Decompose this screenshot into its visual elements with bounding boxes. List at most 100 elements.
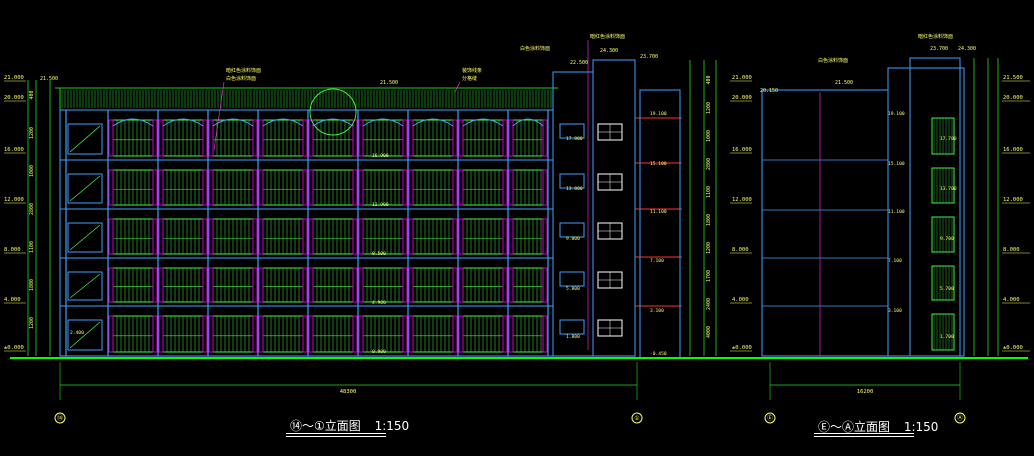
stair-flight [69, 273, 101, 299]
end-inner-level: 15.100 [888, 161, 905, 167]
ornament-panel [208, 119, 214, 157]
floor-mark: 4.900 [372, 300, 386, 306]
side-dim: 1700 [706, 270, 712, 282]
ornament-panel [308, 267, 314, 303]
stair-flight [69, 175, 101, 202]
ornament-panel [508, 218, 514, 255]
ornament-panel [408, 267, 414, 303]
title-underline-right [814, 433, 914, 434]
drawing-scale-right: 1:150 [903, 420, 939, 434]
note: 装饰线条 [462, 67, 482, 74]
side-dim: 1000 [29, 165, 35, 177]
ornament-panel [258, 218, 264, 255]
tower-window [559, 271, 585, 287]
title-block-right: Ⓔ～Ⓐ立面图 1:150 [818, 418, 938, 435]
ornament-panel [408, 169, 414, 206]
ornament-panel [358, 218, 364, 255]
ornament-panel [352, 169, 358, 206]
inner-level: 9.800 [566, 236, 580, 242]
ornament-panel [408, 218, 414, 255]
inner-level: 5.800 [566, 286, 580, 292]
ornament-panel [308, 218, 314, 255]
window [512, 218, 544, 255]
stair-window [67, 173, 103, 204]
ornament-panel [208, 218, 214, 255]
axis-bubble [954, 412, 966, 424]
level-label: 21.000 [732, 75, 752, 81]
ornament-panel [542, 169, 548, 206]
ornament-panel [202, 267, 208, 303]
ornament-panel [452, 119, 458, 157]
end-note: 暗红色涂料饰面 [918, 33, 953, 40]
top-level: 24.300 [600, 48, 618, 54]
title-underline-right-2 [814, 436, 914, 437]
end-inner-level: 3.100 [888, 308, 902, 314]
end-level-label: 12.000 [1003, 197, 1023, 203]
side-wall [639, 89, 681, 359]
side-dim: 2800 [706, 158, 712, 170]
ornament-panel [258, 315, 264, 353]
floor-mark: 0.900 [372, 349, 386, 355]
ornament-panel [352, 267, 358, 303]
side-dim: 1200 [706, 102, 712, 114]
overall-dim: 48300 [340, 389, 357, 395]
ornament-panel [152, 119, 158, 157]
stair-flight [69, 224, 101, 251]
ornament-panel [402, 169, 408, 206]
level-label: 20.000 [732, 95, 752, 101]
end-overall-dim-text: 16200 [857, 389, 874, 395]
end-inner-level: 13.700 [940, 186, 957, 192]
level-label: 20.000 [4, 95, 24, 101]
ornament-panel [452, 267, 458, 303]
ornament-panel [308, 315, 314, 353]
side-dim: 400 [29, 90, 35, 99]
ornament-panel [108, 218, 114, 255]
ornament-panel [402, 119, 408, 157]
ornament-panel [202, 119, 208, 157]
detail-circle [309, 88, 357, 136]
arch [212, 118, 254, 127]
arch [362, 118, 404, 127]
tower-window [559, 319, 585, 335]
arch [312, 118, 354, 127]
end-inner-level: 5.700 [940, 286, 954, 292]
ornament-panel [458, 169, 464, 206]
roof-level: 21.500 [40, 76, 58, 82]
drawing-scale-left: 1:150 [374, 419, 410, 433]
level-label: 8.000 [732, 247, 749, 253]
arch [462, 118, 504, 127]
end-inner-level: 1.700 [940, 334, 954, 340]
inner-level: 19.100 [650, 111, 667, 117]
ornament-panel [252, 169, 258, 206]
arch [112, 118, 154, 127]
ornament-panel [202, 218, 208, 255]
side-dim: 400 [706, 75, 712, 84]
side-dim: 2800 [29, 203, 35, 215]
ornament-panel [158, 169, 164, 206]
ornament-panel [258, 169, 264, 206]
ornament-panel [542, 119, 548, 157]
end-inner-level: 11.100 [888, 209, 905, 215]
ornament-panel [358, 119, 364, 157]
side-dim: 1200 [29, 317, 35, 329]
tower-window [559, 173, 585, 189]
note: 白色涂料饰面 [520, 45, 550, 52]
arch [412, 118, 454, 127]
level-label: ±0.000 [4, 345, 24, 351]
ornament-panel [108, 315, 114, 353]
arch [512, 118, 544, 127]
ornament-panel [252, 315, 258, 353]
level-label: 16.000 [732, 147, 752, 153]
end-level-label: 8.000 [1003, 247, 1020, 253]
ornament-panel [502, 267, 508, 303]
ornament-panel [108, 267, 114, 303]
inner-level: -0.450 [650, 351, 667, 357]
ornament-panel [358, 315, 364, 353]
ornament-panel [408, 119, 414, 157]
ornament-panel [458, 315, 464, 353]
level-label: 16.000 [4, 147, 24, 153]
level-label: 4.000 [4, 297, 21, 303]
ornament-panel [202, 169, 208, 206]
ornament-panel [152, 267, 158, 303]
side-dim: 1200 [706, 242, 712, 254]
